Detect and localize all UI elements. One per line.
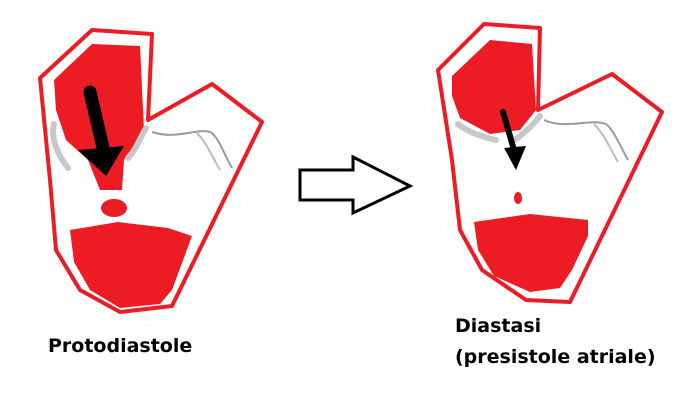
- heart-diastasi: [436, 22, 664, 304]
- heart-protodiastole: [38, 28, 264, 314]
- transition-arrow-icon: [298, 154, 414, 216]
- ventricle-blood-left: [70, 222, 192, 308]
- label-protodiastole: Protodiastole: [48, 335, 193, 357]
- atrium-blood-right: [452, 40, 536, 134]
- mitral-valve-left: [50, 121, 71, 171]
- ventricle-blood-right: [474, 214, 588, 292]
- aortic-valve-left: [151, 130, 233, 169]
- aortic-valve-right: [543, 119, 629, 161]
- mitral-valve-right: [125, 125, 149, 161]
- blood-drop-left: [101, 199, 127, 217]
- blood-drop-right: [514, 192, 522, 204]
- label-presistole-atriale: (presistole atriale): [455, 346, 656, 368]
- aortic-valve-right-inner: [593, 123, 619, 163]
- label-diastasi: Diastasi: [455, 315, 542, 337]
- mitral-valve-right-left: [455, 121, 499, 143]
- aortic-valve-left-inner: [195, 131, 221, 171]
- flow-arrow-icon-large: [78, 85, 124, 176]
- flow-arrow-icon-small: [500, 109, 526, 170]
- mitral-valve-right-right: [511, 113, 543, 143]
